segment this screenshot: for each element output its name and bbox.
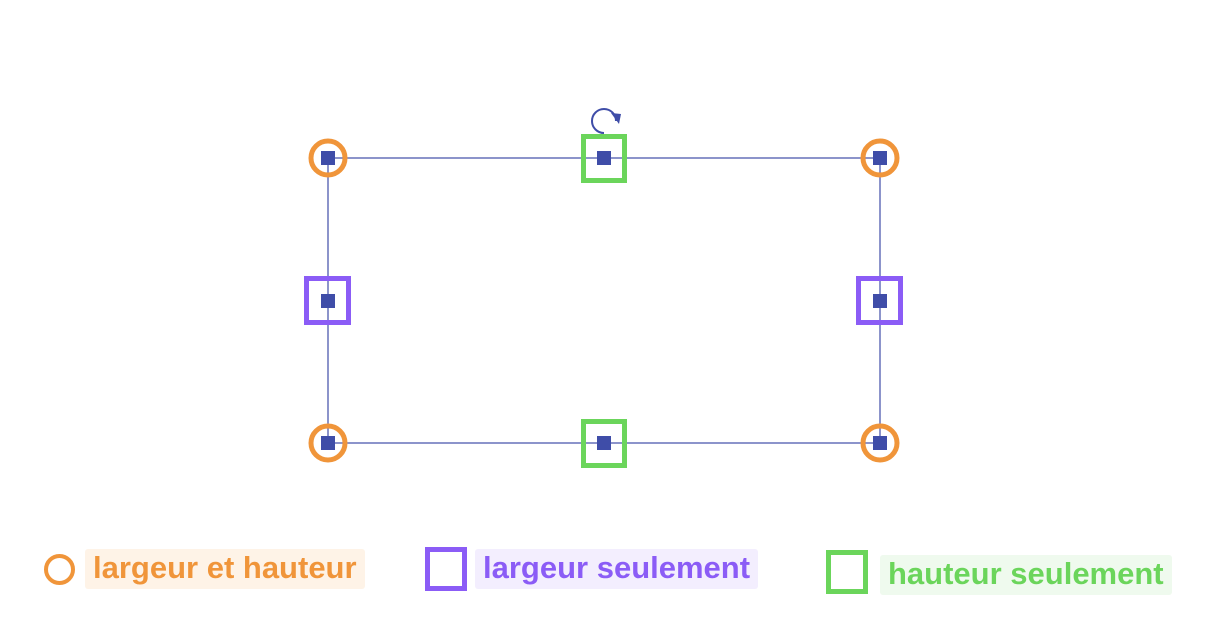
- circle-handle-icon: [44, 553, 75, 585]
- rotate-icon[interactable]: [591, 108, 621, 134]
- corner-handle-top-right[interactable]: [860, 138, 900, 178]
- corner-handle-bottom-right[interactable]: [860, 423, 900, 463]
- square-handle-icon: [826, 550, 868, 595]
- corner-handle-top-left[interactable]: [308, 138, 348, 178]
- side-handle-top[interactable]: [581, 134, 627, 183]
- corner-handle-bottom-left[interactable]: [308, 423, 348, 463]
- square-handle-icon: [425, 547, 467, 591]
- legend-item-height-only: hauteur seulement: [826, 549, 1172, 596]
- side-handle-left[interactable]: [304, 276, 351, 325]
- side-handle-right[interactable]: [856, 276, 903, 325]
- side-handle-bottom[interactable]: [581, 419, 627, 468]
- legend-item-width-only: largeur seulement: [425, 547, 759, 591]
- legend-label-width-and-height: largeur et hauteur: [85, 549, 365, 590]
- legend-label-width-only: largeur seulement: [475, 548, 759, 590]
- legend-item-width-and-height: largeur et hauteur: [44, 549, 365, 590]
- selection-frame: [327, 157, 881, 444]
- legend-label-height-only: hauteur seulement: [880, 555, 1172, 596]
